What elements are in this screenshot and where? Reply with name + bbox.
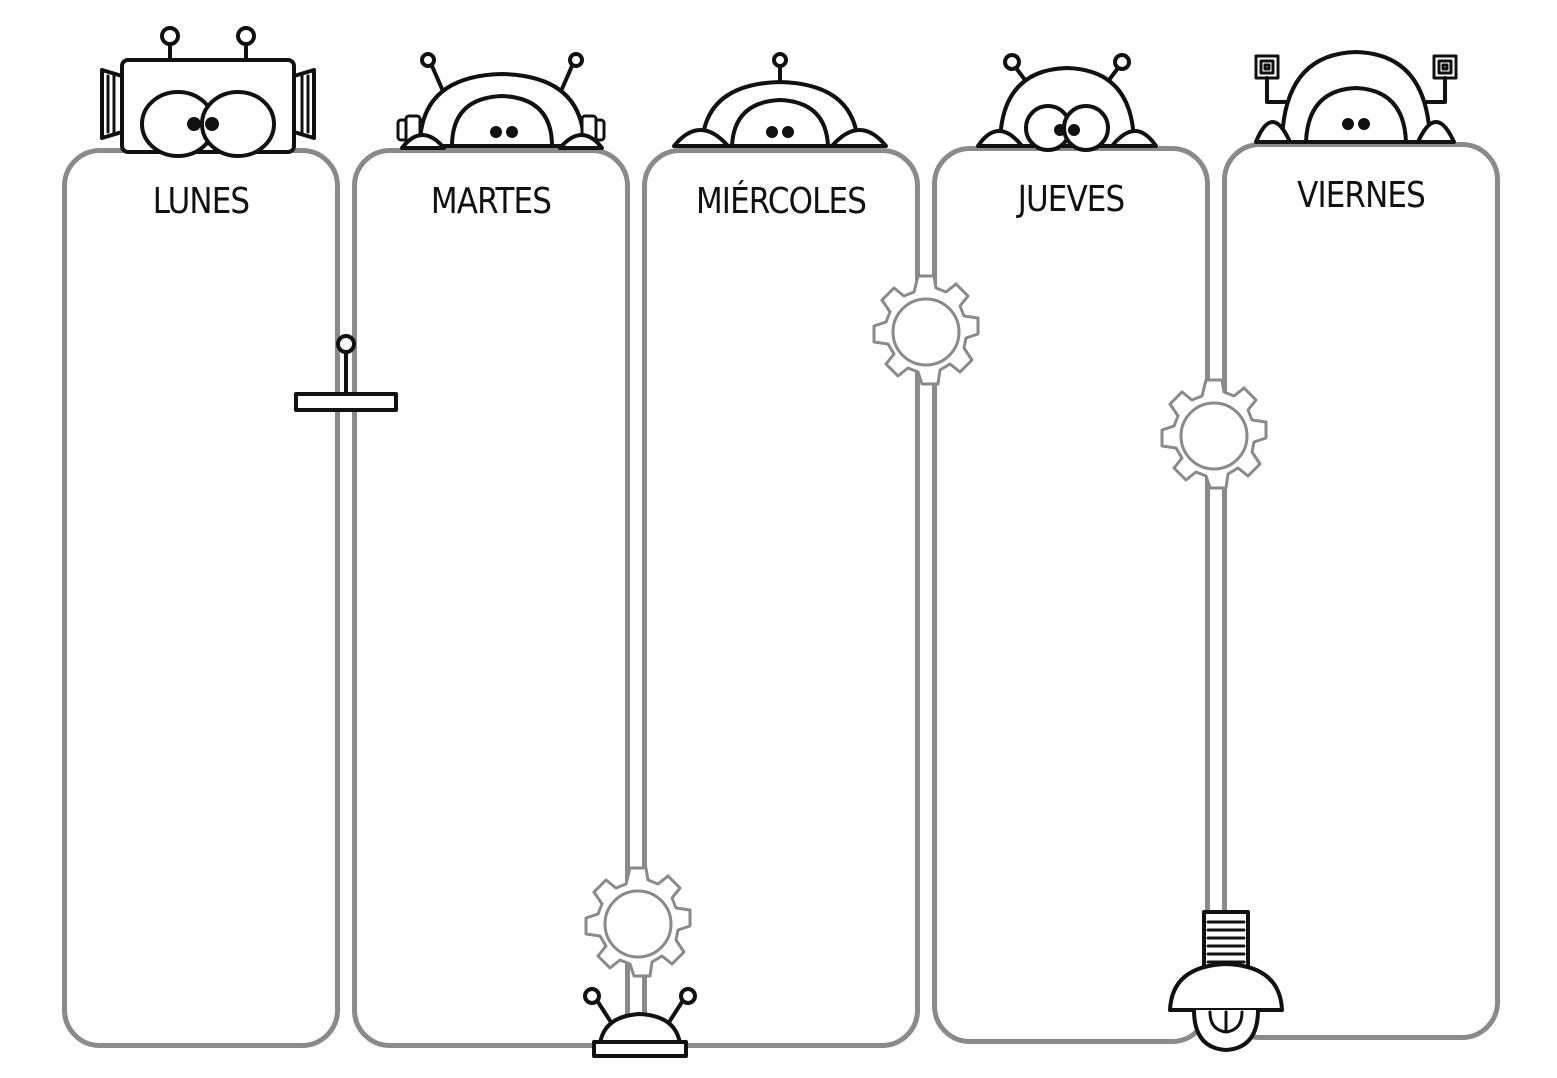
day-title: LUNES bbox=[152, 181, 250, 222]
crown-antenna-icon bbox=[583, 987, 697, 1058]
light-bulb-icon bbox=[1168, 910, 1284, 1052]
robot-small-dome-icon bbox=[672, 52, 888, 148]
robot-spiral-antenna-icon bbox=[1254, 50, 1458, 144]
gear-icon bbox=[872, 274, 980, 386]
day-column-viernes[interactable]: VIERNES bbox=[1222, 142, 1500, 1040]
day-column-jueves[interactable]: JUEVES bbox=[932, 146, 1210, 1044]
antenna-t-bar-icon bbox=[294, 334, 398, 412]
day-column-lunes[interactable]: LUNES bbox=[62, 148, 340, 1048]
day-column-martes[interactable]: MARTES bbox=[352, 148, 630, 1048]
day-title: MIÉRCOLES bbox=[695, 181, 867, 222]
gear-icon bbox=[584, 866, 692, 978]
day-title: VIERNES bbox=[1297, 175, 1426, 216]
robot-dome-head-icon bbox=[396, 52, 606, 150]
gear-icon bbox=[1160, 378, 1268, 490]
robot-square-head-icon bbox=[100, 26, 316, 158]
robot-round-head-icon bbox=[976, 53, 1158, 152]
day-title: JUEVES bbox=[1017, 179, 1125, 220]
day-title: MARTES bbox=[430, 181, 552, 222]
day-column-miercoles[interactable]: MIÉRCOLES bbox=[642, 148, 920, 1048]
